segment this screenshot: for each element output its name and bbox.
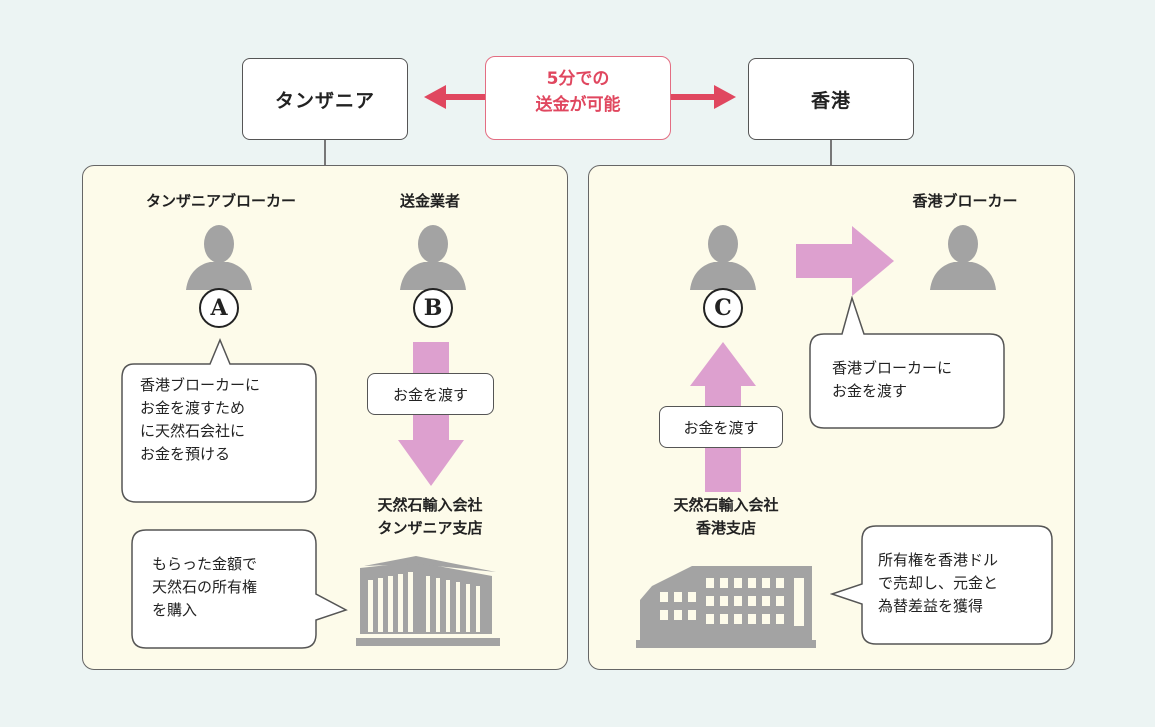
country-box-tanzania: タンザニア <box>242 58 408 140</box>
double-arrow-right-head <box>714 85 736 109</box>
person-icon-hk-broker <box>930 225 996 290</box>
transfer-label-c: お金を渡す <box>659 406 783 448</box>
down-arrow-b <box>398 342 464 486</box>
double-arrow <box>424 85 736 109</box>
transfer-label-b: お金を渡す <box>367 373 494 415</box>
double-arrow-shaft-right <box>664 94 718 100</box>
speech-sell-text: 所有権を香港ドル で売却し、元金と 為替差益を獲得 <box>878 551 999 615</box>
connector-left <box>324 140 326 165</box>
speech-c-text: 香港ブローカーに お金を渡す <box>832 359 953 400</box>
speech-purchase-text: もらった金額で 天然石の所有権 を購入 <box>152 555 258 619</box>
speech-bubble-sell <box>830 525 1053 645</box>
right-arrow-c <box>796 226 894 296</box>
speech-bubble-purchase <box>131 529 348 649</box>
country-box-hongkong: 香港 <box>748 58 914 140</box>
person-icon-a <box>186 225 252 290</box>
country-label-hongkong: 香港 <box>810 89 851 112</box>
building-icon-tanzania <box>356 556 500 646</box>
building-icon-hongkong <box>636 566 816 648</box>
double-arrow-shaft-left <box>444 94 494 100</box>
remitter-title: 送金業者 <box>399 192 460 210</box>
hongkong-branch-title: 天然石輸入会社 香港支店 <box>673 496 779 537</box>
transfer-speed-label: 5分での 送金が可能 <box>485 56 671 140</box>
badge-c: C <box>703 288 743 328</box>
person-icon-c <box>690 225 756 290</box>
speech-a-text: 香港ブローカーに お金を渡すため に天然石会社に お金を預ける <box>140 376 261 463</box>
hongkong-broker-title: 香港ブローカー <box>912 192 1018 210</box>
tanzania-broker-title: タンザニアブローカー <box>145 192 296 210</box>
connector-right <box>830 140 832 165</box>
speech-bubble-c <box>809 296 1005 429</box>
person-icon-b <box>400 225 466 290</box>
speech-bubble-a <box>121 338 317 503</box>
double-arrow-left-head <box>424 85 446 109</box>
badge-a: A <box>199 288 239 328</box>
tanzania-branch-title: 天然石輸入会社 タンザニア支店 <box>377 496 483 537</box>
country-label-tanzania: タンザニア <box>274 89 375 112</box>
badge-b: B <box>413 288 453 328</box>
